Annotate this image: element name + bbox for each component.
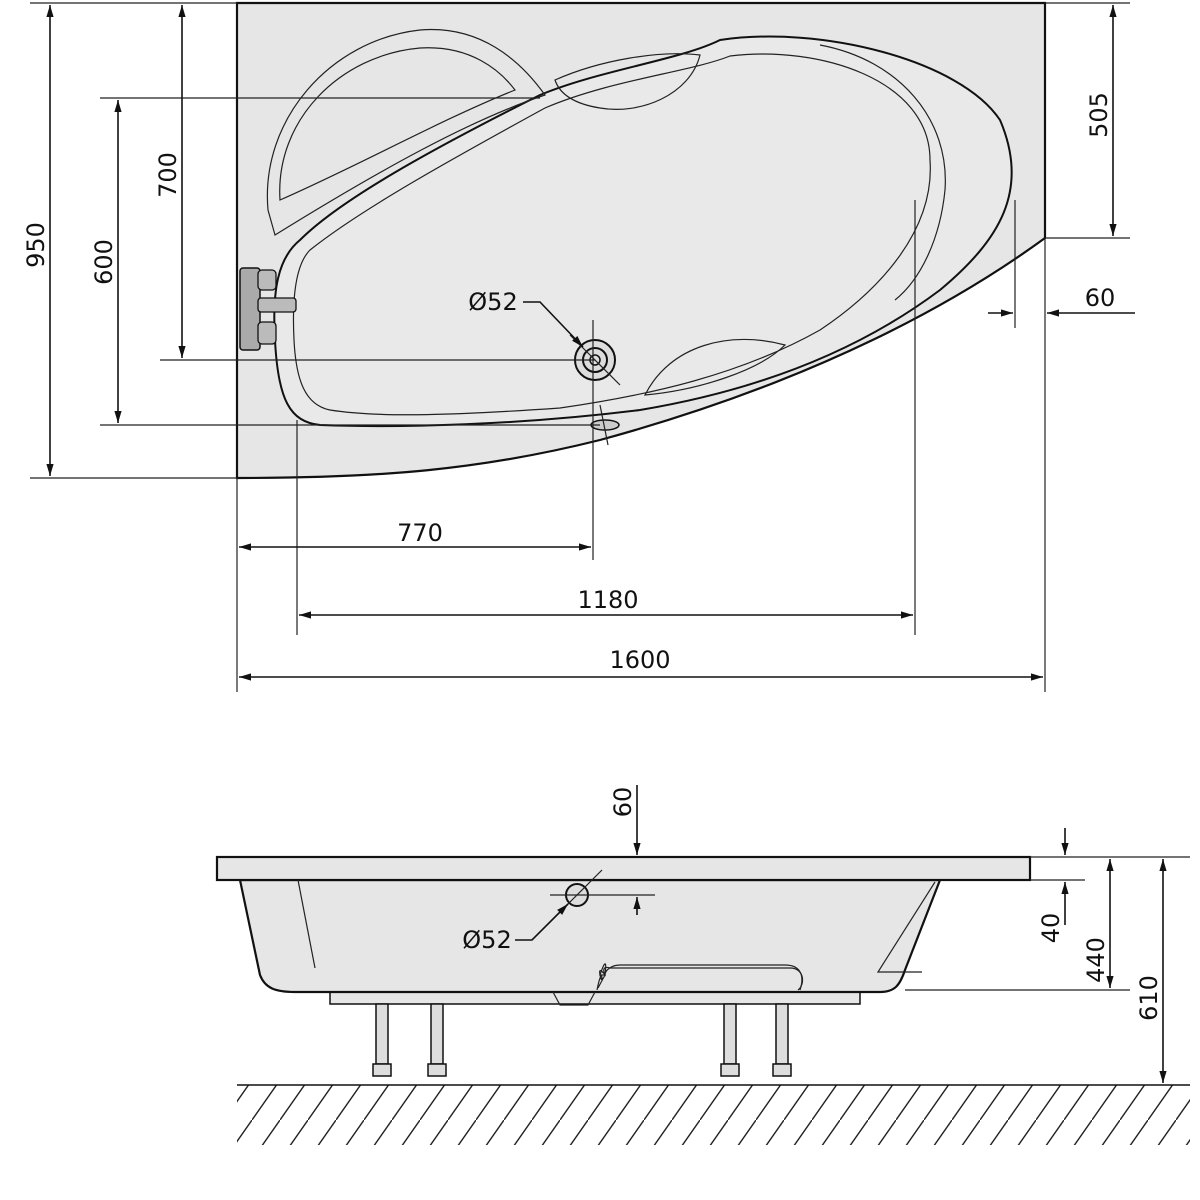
basin-inner: [292, 53, 931, 416]
support-legs: [329, 991, 861, 1077]
dim-770: 770: [397, 519, 443, 547]
dim-40: 40: [1037, 913, 1065, 944]
dim-600: 600: [90, 239, 118, 285]
dim-1600: 1600: [609, 646, 670, 674]
faucet-icon: [239, 267, 297, 351]
dim-60-top: 60: [1085, 284, 1116, 312]
dim-440: 440: [1082, 937, 1110, 983]
dim-700: 700: [154, 152, 182, 198]
side-extension-lines: [905, 856, 1190, 991]
basin-outline: [273, 35, 1013, 428]
headrest-left: [266, 28, 546, 236]
side-slope: [876, 881, 936, 973]
drain-leader: [523, 301, 584, 348]
dim-60-side: 60: [609, 787, 637, 818]
dim-overflow-diameter: Ø52: [462, 926, 511, 954]
dim-drain-diameter: Ø52: [468, 288, 517, 316]
drain-bump: [552, 991, 596, 1006]
overflow-leader: [515, 903, 569, 941]
top-view: 950 700 600 505 60 Ø52 770 1180 1600: [22, 1, 1135, 692]
dim-505: 505: [1085, 92, 1113, 138]
floor-hatch: [237, 1085, 1190, 1145]
tub-rim-side: [215, 855, 1032, 882]
side-groove-right: [819, 44, 946, 301]
dim-1180: 1180: [577, 586, 638, 614]
armrest-top: [554, 53, 701, 110]
armrest-bottom: [643, 338, 787, 396]
headrest-left-inner: [279, 47, 516, 201]
dim-610: 610: [1135, 975, 1163, 1021]
dim-950: 950: [22, 222, 50, 268]
overflow-side-icon: [550, 869, 655, 916]
inner-wall-line: [297, 879, 316, 969]
front-recess: [597, 964, 803, 991]
extension-lines: [30, 2, 1130, 692]
tub-body-side: [238, 878, 942, 994]
side-view: 60 Ø52 40 440 610: [215, 785, 1190, 1145]
front-panel-recess: [596, 963, 804, 991]
